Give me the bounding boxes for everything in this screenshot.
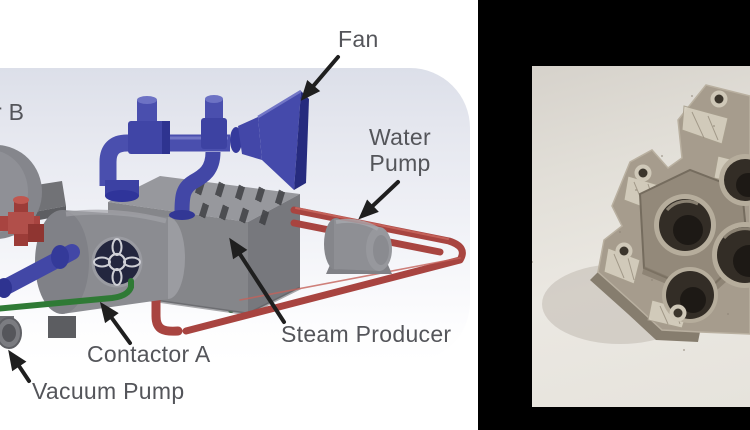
red-valve-cluster	[0, 196, 44, 246]
annotation-arrows	[8, 55, 400, 383]
vacuum-pump-arrow	[16, 362, 31, 383]
label-steam-producer: Steam Producer	[281, 321, 452, 347]
water-pump-arrow	[369, 180, 400, 210]
speckle	[532, 95, 729, 351]
bolt-holes	[615, 90, 728, 322]
contactor-a-arrow	[108, 314, 132, 345]
vacuum-pump-3d	[0, 316, 22, 349]
label-contactor-b-fragment: r B	[0, 99, 25, 125]
label-water-pump-line2: Pump	[369, 150, 431, 176]
steam-producer-arrow	[237, 250, 286, 324]
ge-emblem	[91, 236, 143, 288]
label-fan: Fan	[338, 26, 379, 52]
machine-diagram	[0, 55, 466, 383]
metal-part	[532, 84, 750, 351]
water-pump-3d	[324, 218, 392, 274]
label-water-pump-line1: Water	[369, 124, 431, 150]
blue-piping-top	[99, 89, 309, 202]
label-vacuum-pump: Vacuum Pump	[32, 378, 185, 404]
green-pipe-front	[0, 278, 134, 312]
metal-part-photo	[532, 66, 750, 407]
fan-horn	[238, 89, 309, 190]
contactor-a-tank	[35, 209, 185, 314]
blue-drop-pipe	[169, 151, 221, 220]
label-contactor-a: Contactor A	[87, 341, 211, 367]
blue-diagonal-pipe	[0, 244, 80, 298]
fan-arrow	[310, 55, 340, 90]
tank-pedestal	[48, 316, 76, 338]
